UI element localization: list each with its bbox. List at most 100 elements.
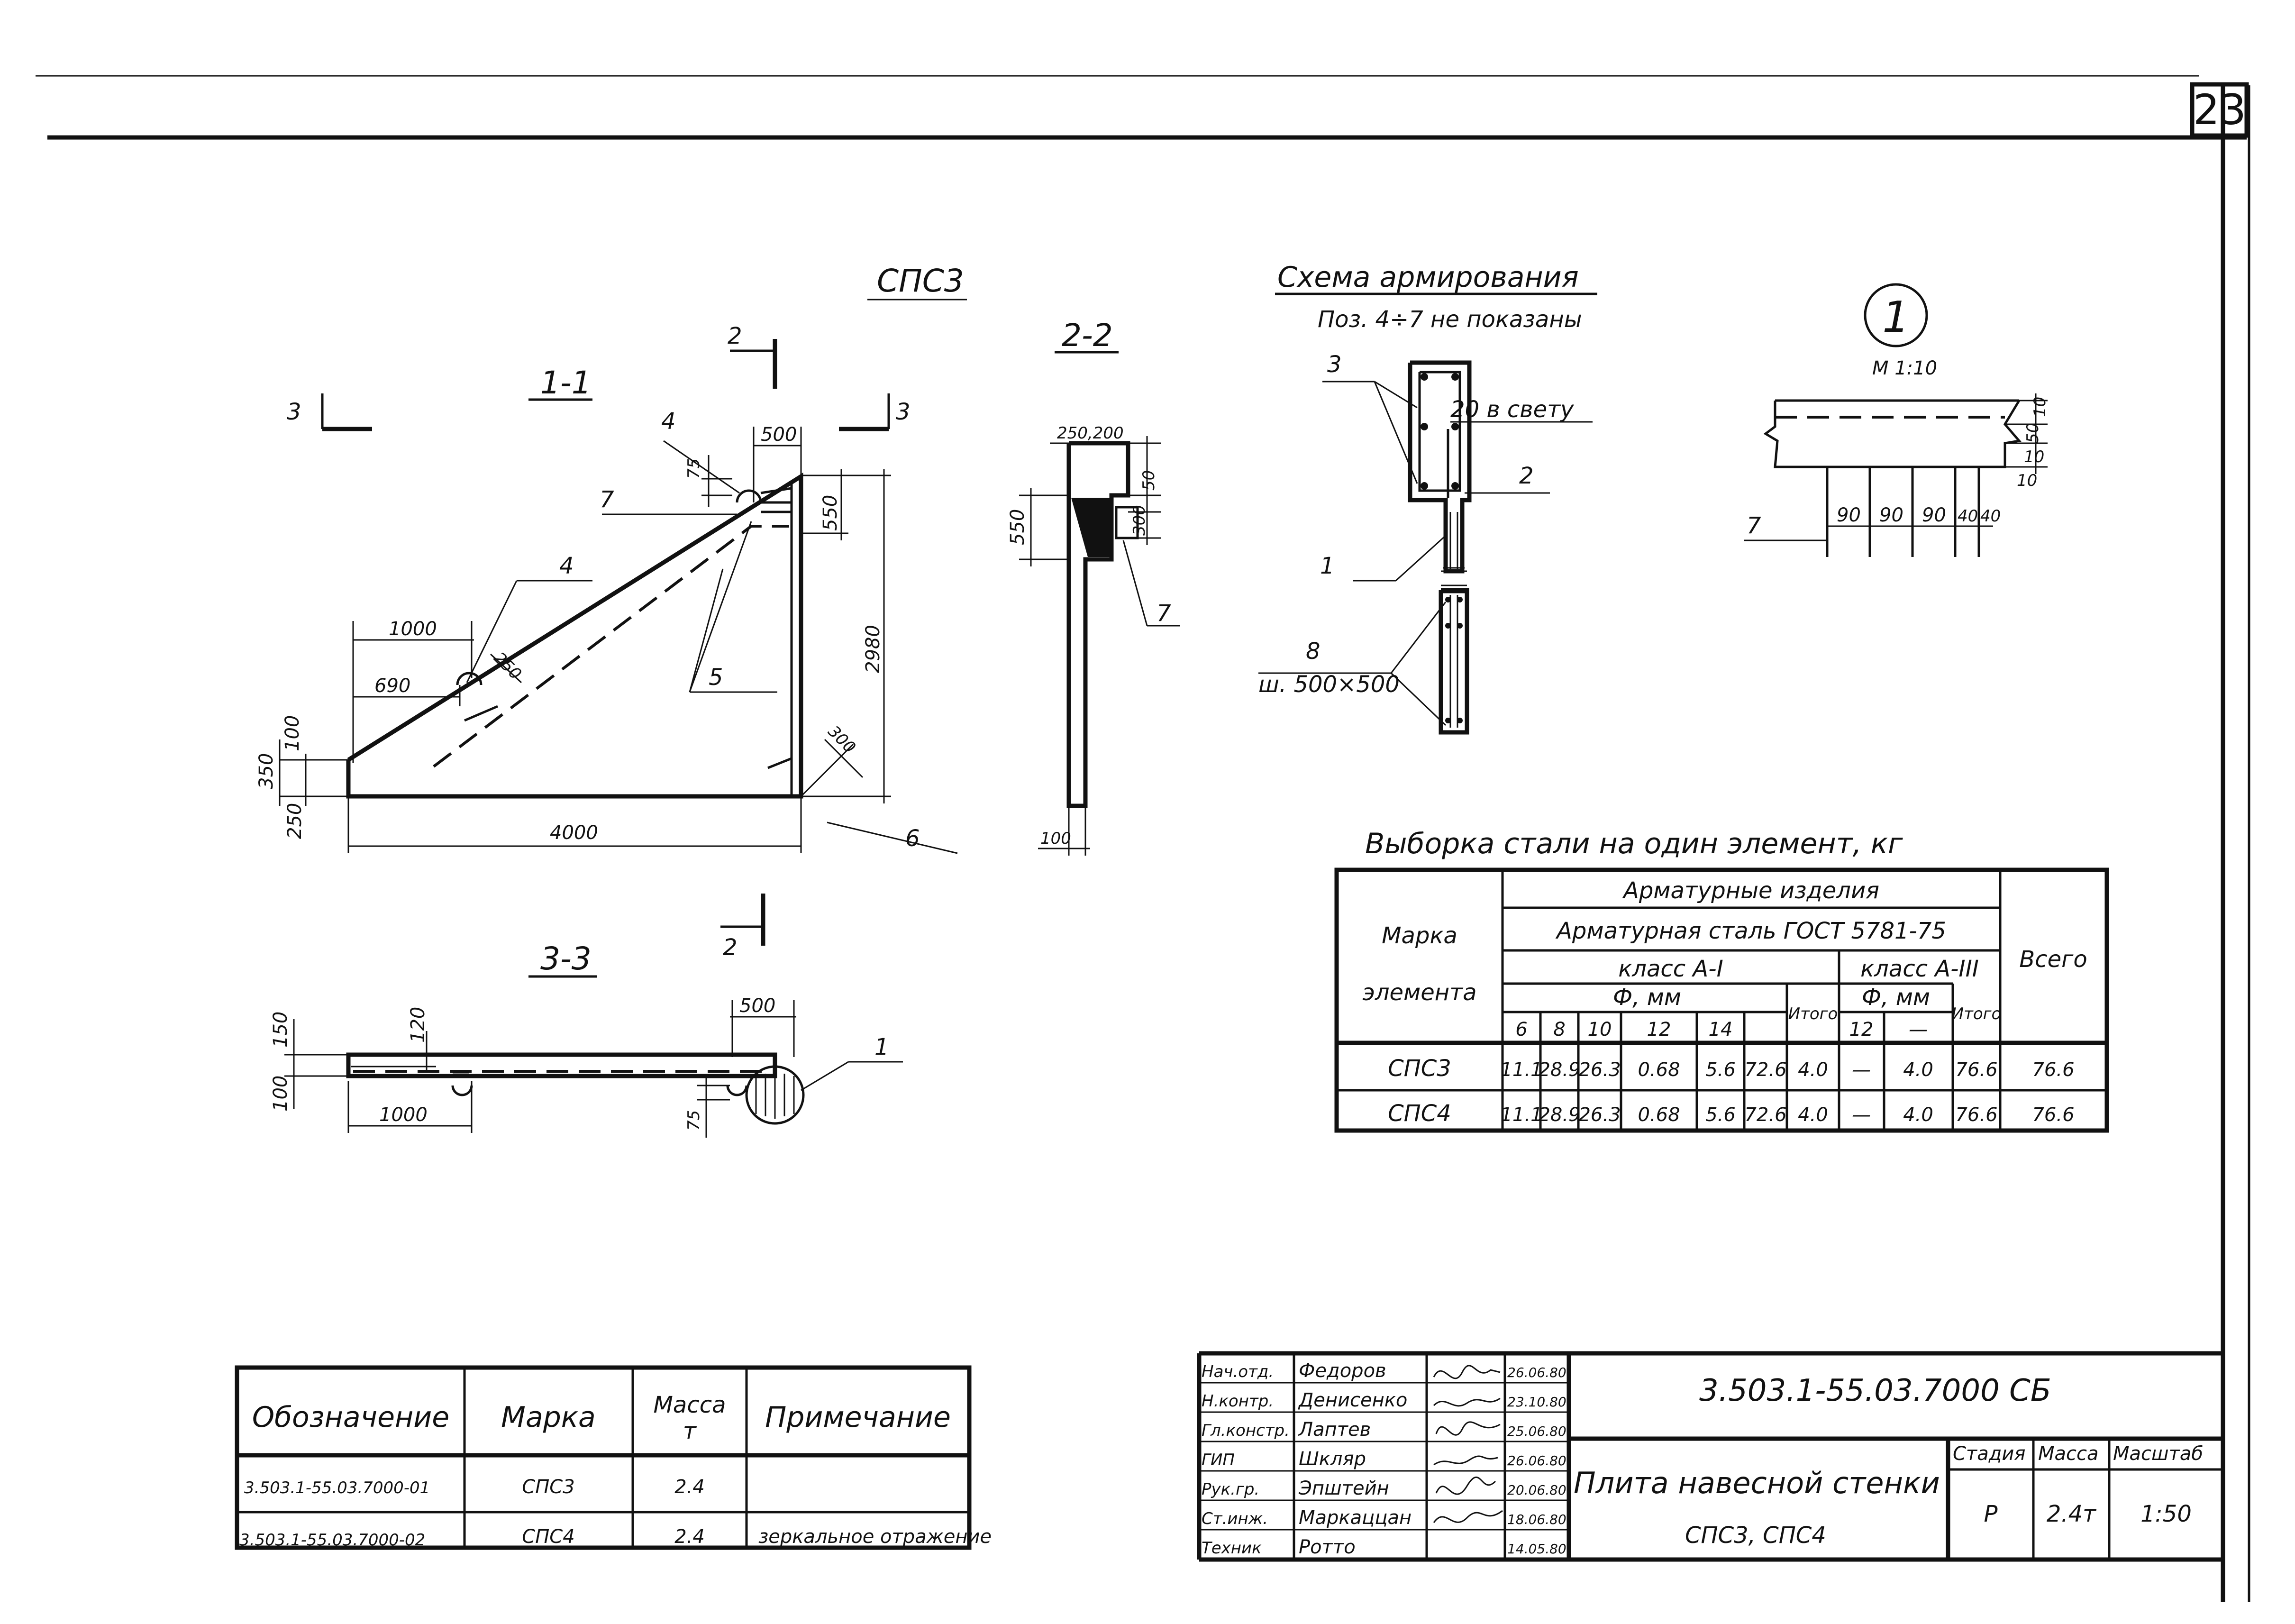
signer-1-name: Федоров [1299,1360,1386,1382]
signer-3-date: 25.06.80 [1507,1423,1566,1439]
steel-row-1-c3: 0.68 [1638,1059,1680,1081]
steel-h-all: Всего [2019,946,2087,973]
steel-row-1-c2: 26.3 [1578,1059,1621,1081]
steel-row-2-total: 76.6 [2032,1104,2074,1126]
dim-1-1-350: 350 [255,753,277,789]
dim-1-1-250b: 250 [284,803,306,839]
signer-7-role: Техник [1202,1539,1262,1558]
reinforcement-title: Схема армирования [1277,261,1579,294]
scheme-pos-1: 1 [1320,553,1335,579]
dim-2-2-550: 550 [1007,509,1029,545]
dimensions-2-2 [1019,436,1180,856]
dimensions-1-1 [279,427,891,853]
title-block-mass-h: Масса [2038,1443,2099,1465]
section-2-2-outline [1066,441,1139,808]
title-block-name: Плита навесной стенки [1574,1466,1940,1500]
steel-h-products: Арматурные изделия [1622,877,1879,904]
steel-row-2-c4: 5.6 [1705,1104,1736,1126]
section-2-2-label: 2-2 [1062,317,1113,354]
steel-h-mark-1: Марка [1382,922,1457,949]
steel-diam-12-a3: 12 [1849,1019,1874,1040]
title-block-scale: 1:50 [2140,1501,2192,1527]
cut-mark-2-top [730,339,777,389]
signer-6-date: 18.06.80 [1507,1512,1566,1527]
reinforcement-leaders [1258,381,1593,726]
signer-3-name: Лаптев [1298,1419,1371,1441]
scheme-step-label: ш. 500×500 [1258,671,1400,698]
steel-row-1-c8: 4.0 [1903,1059,1933,1081]
steel-diam-dash: — [1909,1019,1928,1040]
detail-1-scale: М 1:10 [1872,357,1937,379]
steel-h-phi3: Ф, мм [1862,984,1930,1011]
steel-row-1-c5: 72.6 [1744,1059,1786,1081]
signer-2-date: 23.10.80 [1507,1394,1566,1410]
steel-diam-12: 12 [1647,1019,1671,1040]
cut-mark-2-top-label: 2 [728,323,742,349]
dim-1-1-4000: 4000 [550,822,598,844]
pos-4-label-1-1: 4 [661,408,676,435]
spec-h-mass-1: Масса [653,1392,726,1418]
cut-mark-2-bottom [720,894,765,946]
dim-1-1-1000: 1000 [389,618,437,640]
detail-dim-40b: 40 [1980,507,2001,526]
detail-dim-90b: 90 [1879,504,1903,526]
steel-row-2-c6: 4.0 [1798,1104,1828,1126]
signer-3-role: Гл.констр. [1202,1421,1290,1440]
reinforcement-note: Поз. 4÷7 не показаны [1318,306,1582,333]
dim-2-2-300: 300 [1130,505,1149,536]
steel-row-2-c9: 76.6 [1955,1104,1997,1126]
dim-3-3-1000: 1000 [379,1104,428,1126]
steel-row-2-c7: — [1852,1104,1871,1126]
section-1-1-label: 1-1 [540,365,592,401]
dim-2-2-100: 100 [1040,829,1071,848]
steel-h-phi1: Ф, мм [1613,984,1681,1011]
signer-2-name: Денисенко [1298,1389,1407,1411]
dim-1-1-300: 300 [824,722,859,757]
sheet-number: 23 [2193,85,2246,134]
steel-diam-6: 6 [1515,1019,1527,1040]
detail-dim-10b: 10 [2024,447,2044,466]
title-block-grid [1197,1351,2223,1562]
detail-1-drawing [1744,393,2048,557]
signer-6-role: Ст.инж. [1202,1509,1268,1528]
spec-row-2-mass: 2.4 [674,1526,705,1548]
detail-dim-10a: 10 [2031,397,2049,417]
sheet-frame [36,75,2250,1602]
pos-5-label-1-1: 5 [709,664,723,691]
steel-row-2-c1: 28.9 [1538,1104,1580,1126]
title-block-code: 3.503.1-55.03.7000 СБ [1699,1373,2051,1408]
cut-mark-3-left [321,393,372,431]
spec-h-mark: Марка [501,1401,596,1434]
dim-1-1-500: 500 [761,424,797,446]
spec-row-1-mass: 2.4 [674,1476,705,1498]
steel-row-2-c5: 72.6 [1744,1104,1786,1126]
signer-1-role: Нач.отд. [1202,1362,1274,1381]
cut-mark-3-right-label: 3 [896,399,911,425]
detail-dim-40a: 40 [1958,507,1978,526]
title-block-stage-h: Стадия [1953,1443,2025,1465]
dim-2-2-250-200: 250,200 [1057,424,1124,443]
steel-h-mark-2: элемента [1362,979,1476,1006]
detail-1-circle [1864,283,1928,347]
steel-h-total: Итого [1788,1004,1838,1023]
steel-row-1-c7: — [1852,1059,1871,1081]
steel-row-1-total: 76.6 [2032,1059,2074,1081]
spec-row-2-code: 3.503.1-55.03.7000-02 [239,1531,425,1550]
steel-row-2-c0: 11.1 [1500,1104,1542,1126]
steel-h-class3: класс А-III [1860,956,1979,982]
pos-1-label-3-3: 1 [874,1034,889,1060]
section-3-3-label: 3-3 [540,940,592,977]
signer-2-role: Н.контр. [1202,1392,1274,1411]
steel-row-2-c3: 0.68 [1638,1104,1680,1126]
title-block-mass: 2.4т [2047,1501,2097,1527]
spec-row-2-mark: СПС4 [522,1526,574,1548]
steel-table-grid [1334,867,2109,1133]
steel-row-1-c0: 11.1 [1500,1059,1542,1081]
dim-3-3-100: 100 [270,1076,291,1112]
pos-6-label-1-1: 6 [905,825,920,852]
scheme-pos-3: 3 [1327,351,1342,378]
leaders-1-1 [466,440,958,854]
steel-row-1-c6: 4.0 [1798,1059,1828,1081]
steel-diam-14: 14 [1709,1019,1733,1040]
steel-row-1-c1: 28.9 [1538,1059,1580,1081]
